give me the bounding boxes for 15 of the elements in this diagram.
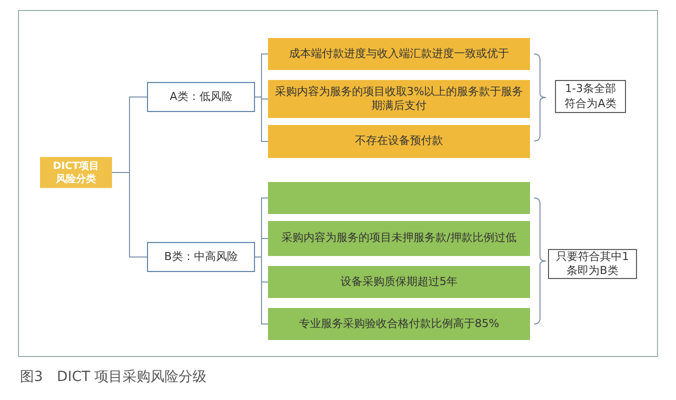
criterion-box: 采购内容为服务的项目未押服务款/押款比例过低 — [268, 221, 530, 256]
criterion-box: 设备采购质保期超过5年 — [268, 266, 530, 298]
category-box: B类：中高风险 — [147, 242, 255, 272]
criterion-box — [268, 182, 530, 214]
criterion-box: 成本端付款进度与收入端汇款进度一致或优于 — [268, 38, 530, 70]
figure-caption: 图3 DICT 项目采购风险分级 — [20, 368, 207, 386]
criterion-box: 不存在设备预付款 — [268, 125, 530, 158]
connector-line — [254, 96, 268, 142]
summary-box: 1-3条全部符合为A类 — [555, 80, 626, 113]
connector-line — [254, 256, 268, 324]
criterion-box: 采购内容为服务的项目收取3%以上的服务款于服务期满后支付 — [268, 80, 530, 118]
category-box: A类：低风险 — [147, 82, 255, 112]
summary-box: 只要符合其中1条即为B类 — [548, 249, 637, 279]
root-node: DICT项目风险分类 — [40, 157, 112, 188]
criterion-box: 专业服务采购验收合格付款比例高于85% — [268, 308, 530, 340]
